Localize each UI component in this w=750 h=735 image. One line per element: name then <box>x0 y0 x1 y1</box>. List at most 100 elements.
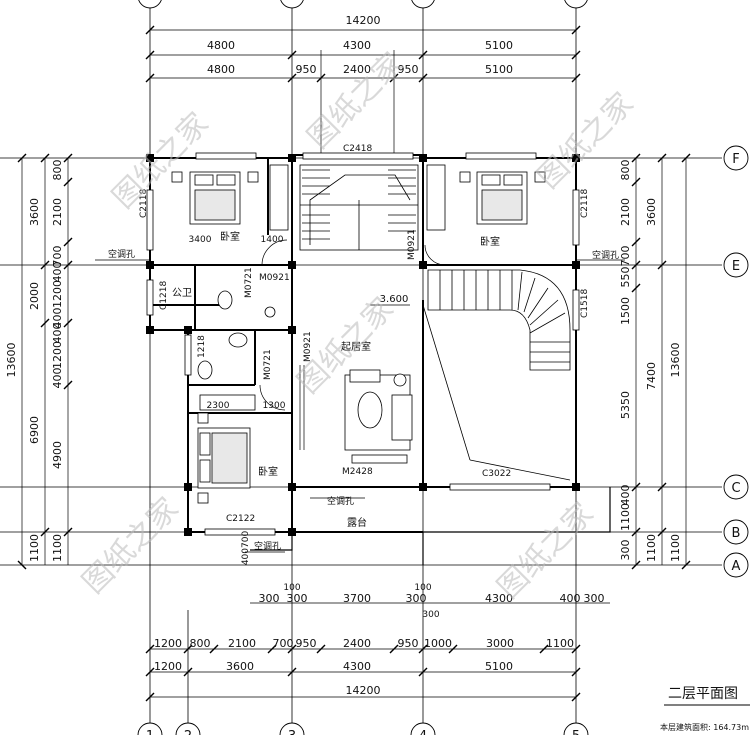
label-c1218-a: C1218 <box>159 281 169 310</box>
dim-int-1400: 1400 <box>261 235 284 245</box>
door-swings <box>259 239 446 450</box>
dim-left-outer-1: 3600 <box>28 198 41 226</box>
axis-label-5: 5 <box>572 729 580 735</box>
axis-bubbles <box>137 0 749 735</box>
dim-right-inner-3: 700 <box>619 246 632 267</box>
label-m0721-a: M0721 <box>244 267 254 298</box>
dim-balc-small-1: 100 <box>283 583 300 593</box>
dim-bot1-9: 3000 <box>486 637 514 650</box>
left-dimension-lines <box>17 153 73 570</box>
dim-left-outer-5: 1100 <box>28 534 41 562</box>
dim-right-outer-4: 1100 <box>645 534 658 562</box>
dim-top2-2: 950 <box>296 63 317 76</box>
bottom-dimension-lines <box>145 602 610 702</box>
label-m0921-b: M0921 <box>407 229 417 260</box>
dim-int-400700: 400700 <box>241 531 251 566</box>
dim-top-1: 4800 <box>207 39 235 52</box>
dim-top-3: 5100 <box>485 39 513 52</box>
label-c3022: C3022 <box>482 469 511 479</box>
dim-bot1-4: 700 <box>273 637 294 650</box>
label-m0721-b: M0721 <box>263 349 273 380</box>
label-c2118-l: C2118 <box>139 189 149 218</box>
windows <box>146 152 580 536</box>
room-bedroom-nw: 卧室 <box>220 230 240 243</box>
sanitary <box>197 290 276 380</box>
dim-bot2-4: 5100 <box>485 660 513 673</box>
watermark-6: 图纸之家 <box>491 496 601 606</box>
dim-top-total: 14200 <box>346 14 381 27</box>
interior-dims: 3400 1400 2300 1300 400700 <box>189 235 286 565</box>
dim-right-inner-1: 800 <box>619 160 632 181</box>
dim-right-outer-2: 7400 <box>645 362 658 390</box>
right-dimension-text: 800 2100 700 550 1500 5350 400 1100 1500… <box>619 160 682 563</box>
room-labels: 卧室 卧室 卧室 公卫 起居室 露台 3.600 <box>172 230 500 529</box>
dim-bot1-7: 950 <box>398 637 419 650</box>
dim-right-inner-2: 2100 <box>619 198 632 226</box>
label-c2118-r: C2118 <box>580 189 590 218</box>
axis-label-2: 2 <box>184 729 192 735</box>
stairs-spiral <box>422 269 571 481</box>
dim-left-inner-1: 800 <box>51 160 64 181</box>
dim-int-3400: 3400 <box>189 235 212 245</box>
dim-right-inner-4: 550 <box>619 267 632 288</box>
opening-labels: C2418 C2118 C2118 C1218 1218 C1518 C3022… <box>139 144 590 524</box>
room-bedroom-ne: 卧室 <box>480 235 500 248</box>
dim-right-outer-3: 13600 <box>669 343 682 378</box>
dim-left-outer-2: 2000 <box>28 282 41 310</box>
bed-sw <box>197 412 251 504</box>
dim-left-inner-11: 1100 <box>51 534 64 562</box>
label-c1518: C1518 <box>580 289 590 318</box>
dim-left-inner-7: 400 <box>51 323 64 344</box>
dim-balc-1: 300 <box>259 592 280 605</box>
dim-bot1-8: 1000 <box>424 637 452 650</box>
dim-top2-5: 5100 <box>485 63 513 76</box>
dim-top-2: 4300 <box>343 39 371 52</box>
dim-left-inner-6: 400 <box>51 308 64 329</box>
bed-nw <box>171 171 259 225</box>
dim-left-inner-5: 1200 <box>51 280 64 308</box>
dim-bot1-10: 1100 <box>546 637 574 650</box>
dim-right-inner-10: 300 <box>619 540 632 561</box>
dim-bot1-5: 950 <box>296 637 317 650</box>
dim-left-inner-9: 400 <box>51 368 64 389</box>
bed-ne <box>459 171 546 225</box>
room-bathroom: 公卫 <box>172 288 192 299</box>
dim-bot1-2: 800 <box>190 637 211 650</box>
dim-bot2-2: 3600 <box>226 660 254 673</box>
dim-bot1-6: 2400 <box>343 637 371 650</box>
dim-left-outer-4: 6900 <box>28 416 41 444</box>
axis-labels: F E C B A 1 2 3 4 5 <box>146 152 741 735</box>
dim-balc-5: 4300 <box>485 592 513 605</box>
axis-label-A: A <box>732 559 741 574</box>
dim-left-inner-4: 400 <box>51 262 64 283</box>
label-c2122: C2122 <box>226 514 255 524</box>
dim-top2-4: 950 <box>398 63 419 76</box>
axis-label-1: 1 <box>146 729 154 735</box>
room-terrace: 露台 <box>347 516 367 529</box>
label-m0921-c: M0921 <box>303 331 313 362</box>
dim-right-inner-6: 5350 <box>619 391 632 419</box>
sofa-set <box>344 369 413 464</box>
dim-right-inner-5: 1500 <box>619 297 632 325</box>
dim-left-inner-10: 4900 <box>51 441 64 469</box>
axis-label-3: 3 <box>288 729 296 735</box>
axis-label-E: E <box>732 259 740 274</box>
ac-hole-1: 空调孔 <box>108 248 135 260</box>
dim-right-outer-1: 3600 <box>645 198 658 226</box>
dim-left-outer-3: 13600 <box>5 343 18 378</box>
dim-bottom-total: 14200 <box>346 684 381 697</box>
top-dimension-text: 14200 4800 4300 5100 4800 950 2400 950 5… <box>207 14 513 76</box>
watermark-5: 图纸之家 <box>76 491 186 601</box>
label-c1218-b: 1218 <box>197 335 207 358</box>
dim-bot1-1: 1200 <box>154 637 182 650</box>
ac-hole-boxes <box>95 259 625 553</box>
right-dimension-lines <box>631 153 691 570</box>
dim-balc-3: 3700 <box>343 592 371 605</box>
dim-left-inner-8: 1200 <box>51 341 64 369</box>
ac-hole-2: 空调孔 <box>592 249 619 261</box>
columns <box>146 154 580 536</box>
dim-bot1-3: 2100 <box>228 637 256 650</box>
dim-balc-6: 400 <box>560 592 581 605</box>
dim-right-inner-7: 400 <box>619 485 632 506</box>
